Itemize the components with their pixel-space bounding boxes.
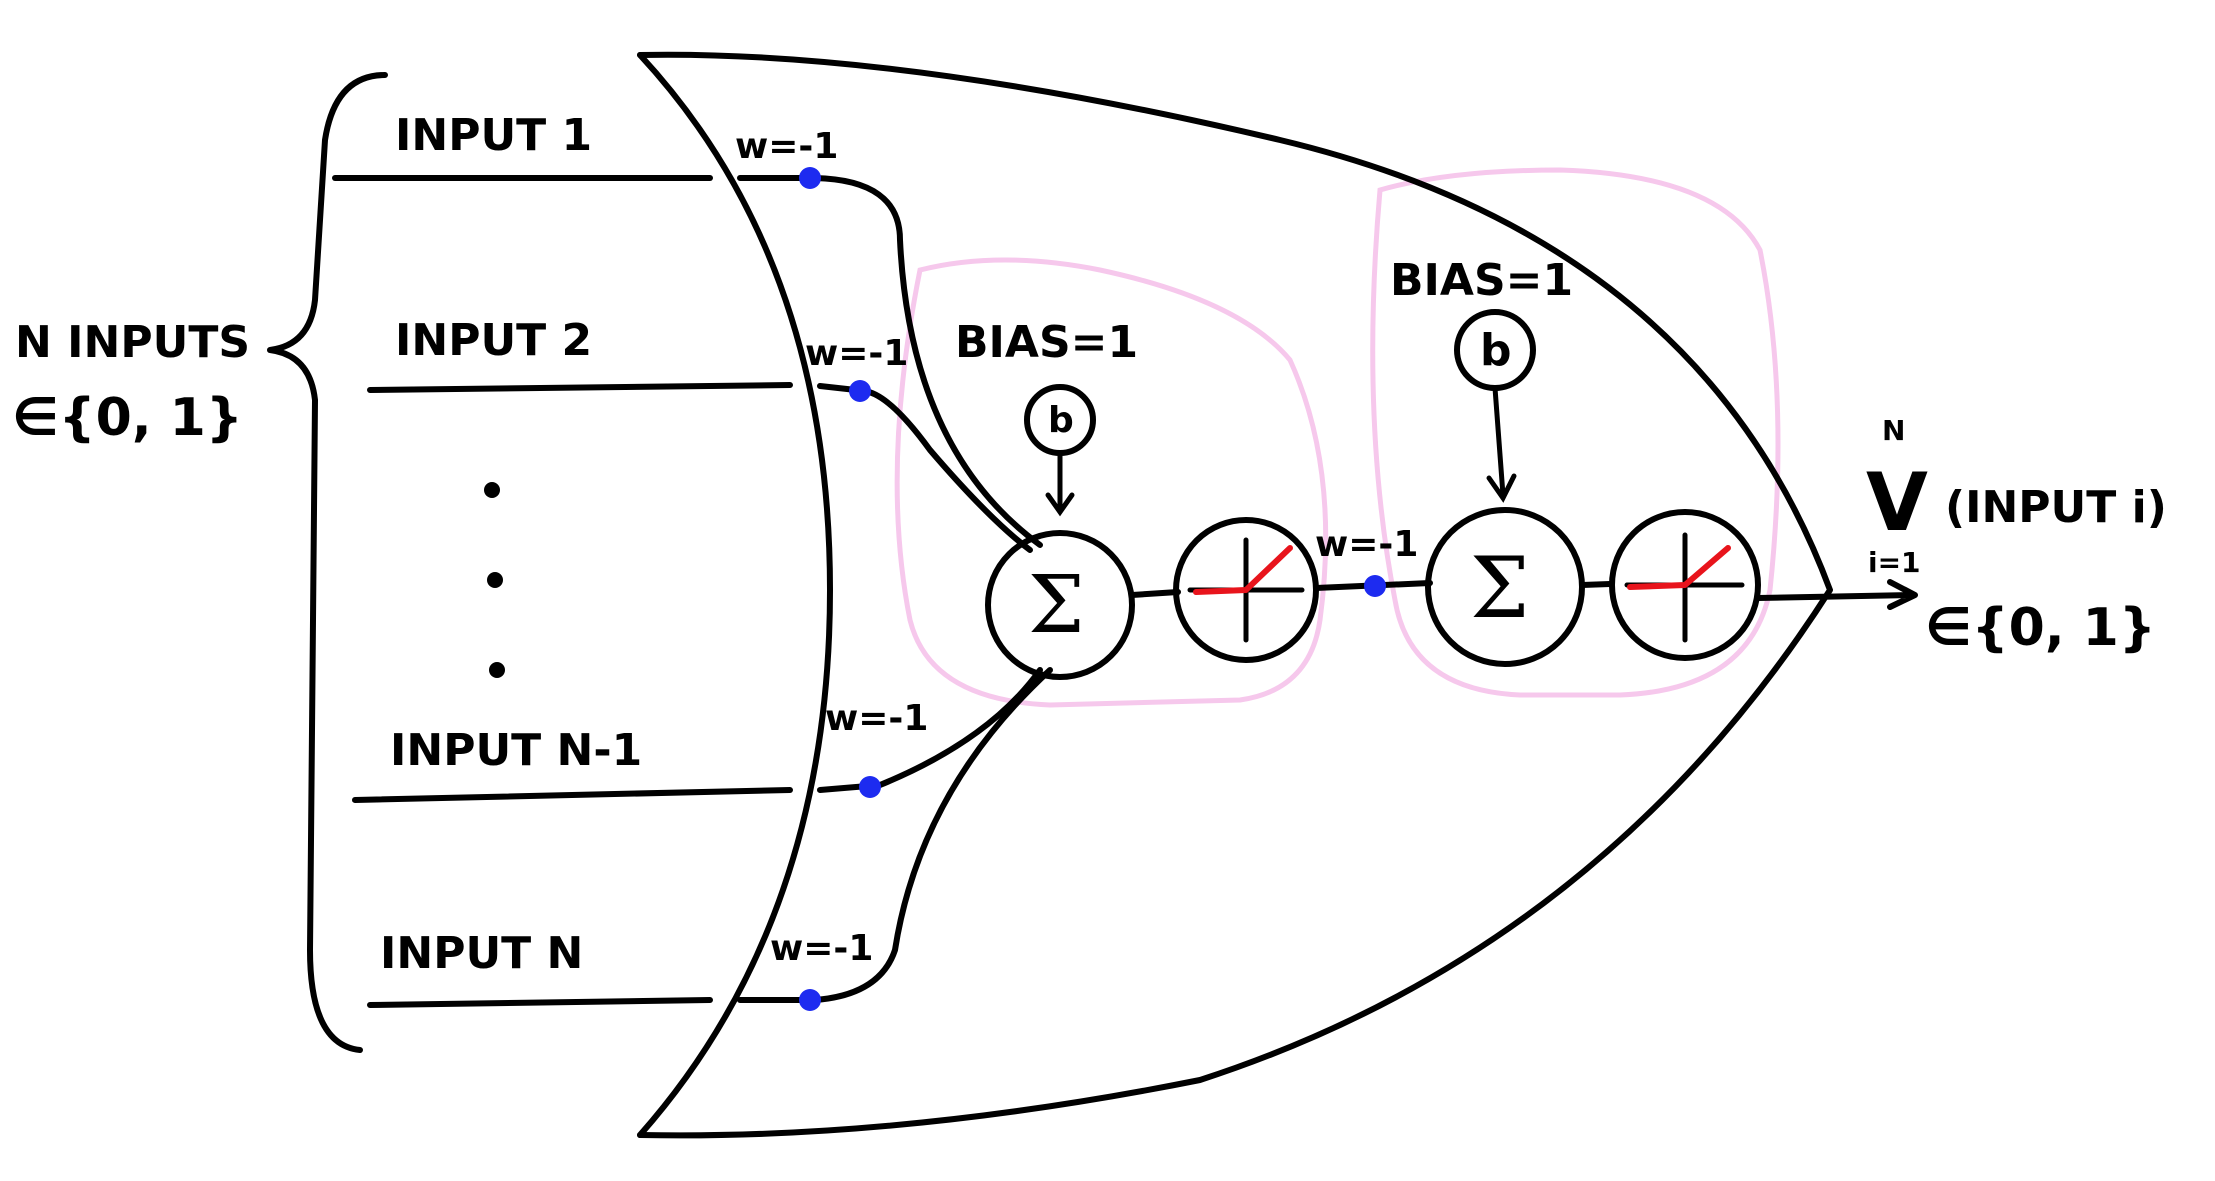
input-1-label: INPUT 1 xyxy=(395,110,592,161)
relu-node-2 xyxy=(1609,509,1761,661)
weight-dot-n xyxy=(799,989,821,1011)
input-n-label: INPUT N xyxy=(380,928,583,979)
neuron1-group-outline xyxy=(894,257,1329,708)
input-2-label: INPUT 2 xyxy=(395,315,592,366)
output-upper-bound: N xyxy=(1882,414,1905,447)
input-line-n-1 xyxy=(352,787,793,803)
weight-label-1: w=-1 xyxy=(735,126,838,167)
sum-symbol-1: Σ xyxy=(1028,558,1085,651)
ellipsis-dot-1 xyxy=(484,482,500,498)
weight-dot-n-1 xyxy=(859,776,881,798)
inputs-brace xyxy=(267,72,388,1053)
output-term: (INPUT i) xyxy=(1945,482,2167,533)
bias-arrow-1 xyxy=(1045,450,1075,517)
bias-label-2: BIAS=1 xyxy=(1390,255,1573,306)
inputs-domain: ∈{0, 1} xyxy=(12,388,243,448)
connection-n xyxy=(737,667,1053,1003)
bias-label-1: BIAS=1 xyxy=(955,317,1138,368)
output-operator: V xyxy=(1866,456,1928,549)
weight-label-2: w=-1 xyxy=(805,333,908,374)
bias-symbol-1: b xyxy=(1048,400,1074,441)
input-n-1-label: INPUT N-1 xyxy=(390,725,642,776)
weight-label-n: w=-1 xyxy=(770,928,873,969)
sum-to-relu-1 xyxy=(1129,589,1181,598)
bias-arrow-2 xyxy=(1486,385,1517,503)
sum-symbol-2: Σ xyxy=(1470,539,1529,637)
input-line-2 xyxy=(367,382,793,393)
ellipsis-dot-2 xyxy=(487,572,503,588)
ellipsis-dot-3 xyxy=(489,662,505,678)
or-gate-back-curve xyxy=(637,52,833,1138)
input-line-n xyxy=(367,997,713,1008)
sum-to-relu-2 xyxy=(1579,581,1613,588)
relu-curve-2 xyxy=(1627,545,1731,590)
weight-dot-1 xyxy=(799,167,821,189)
bias-symbol-2: b xyxy=(1480,325,1512,376)
connection-n-1 xyxy=(817,667,1043,793)
output-lower-bound: i=1 xyxy=(1868,546,1921,579)
connection-2 xyxy=(817,383,1033,553)
neuron2-group-outline xyxy=(1370,167,1781,698)
output-domain: ∈{0, 1} xyxy=(1925,598,2156,658)
connection-1 xyxy=(737,175,1043,548)
sum-node-1 xyxy=(985,530,1135,680)
output-arrow xyxy=(1755,579,1918,610)
weight-dot-link xyxy=(1364,575,1386,597)
or-gate-body xyxy=(637,51,1833,1139)
weight-label-n-1: w=-1 xyxy=(825,698,928,739)
link-weight-label: w=-1 xyxy=(1315,524,1418,565)
brace-label: N INPUTS xyxy=(15,317,250,368)
weight-dot-2 xyxy=(849,380,871,402)
relu-curve-1 xyxy=(1193,545,1293,595)
